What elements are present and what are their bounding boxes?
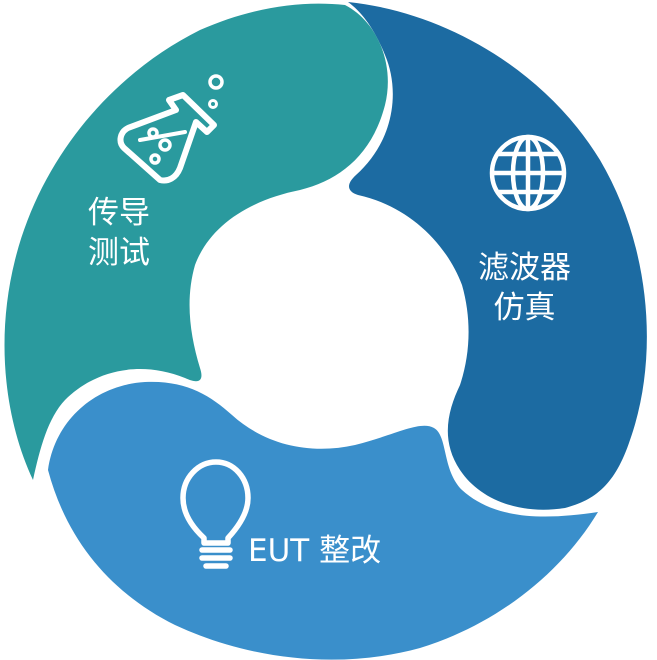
label-filter-simulation: 滤波器 仿真 bbox=[478, 248, 571, 328]
label-filter-simulation-line1: 滤波器 bbox=[478, 250, 571, 286]
label-conduction-test-line1: 传导 bbox=[88, 195, 150, 231]
segment-eut-rectification bbox=[48, 381, 598, 660]
label-eut-rectification: EUT 整改 bbox=[248, 531, 381, 571]
segment-conduction-test bbox=[4, 3, 388, 480]
globe-icon bbox=[489, 134, 567, 212]
segment-filter-simulation bbox=[348, 2, 647, 510]
flask-icon bbox=[117, 74, 224, 184]
label-eut-rectification-line1: EUT 整改 bbox=[248, 533, 382, 569]
label-filter-simulation-line2: 仿真 bbox=[493, 290, 556, 326]
label-conduction-test: 传导 测试 bbox=[88, 193, 150, 273]
lightbulb-icon bbox=[180, 459, 251, 569]
label-conduction-test-line2: 测试 bbox=[88, 235, 150, 271]
